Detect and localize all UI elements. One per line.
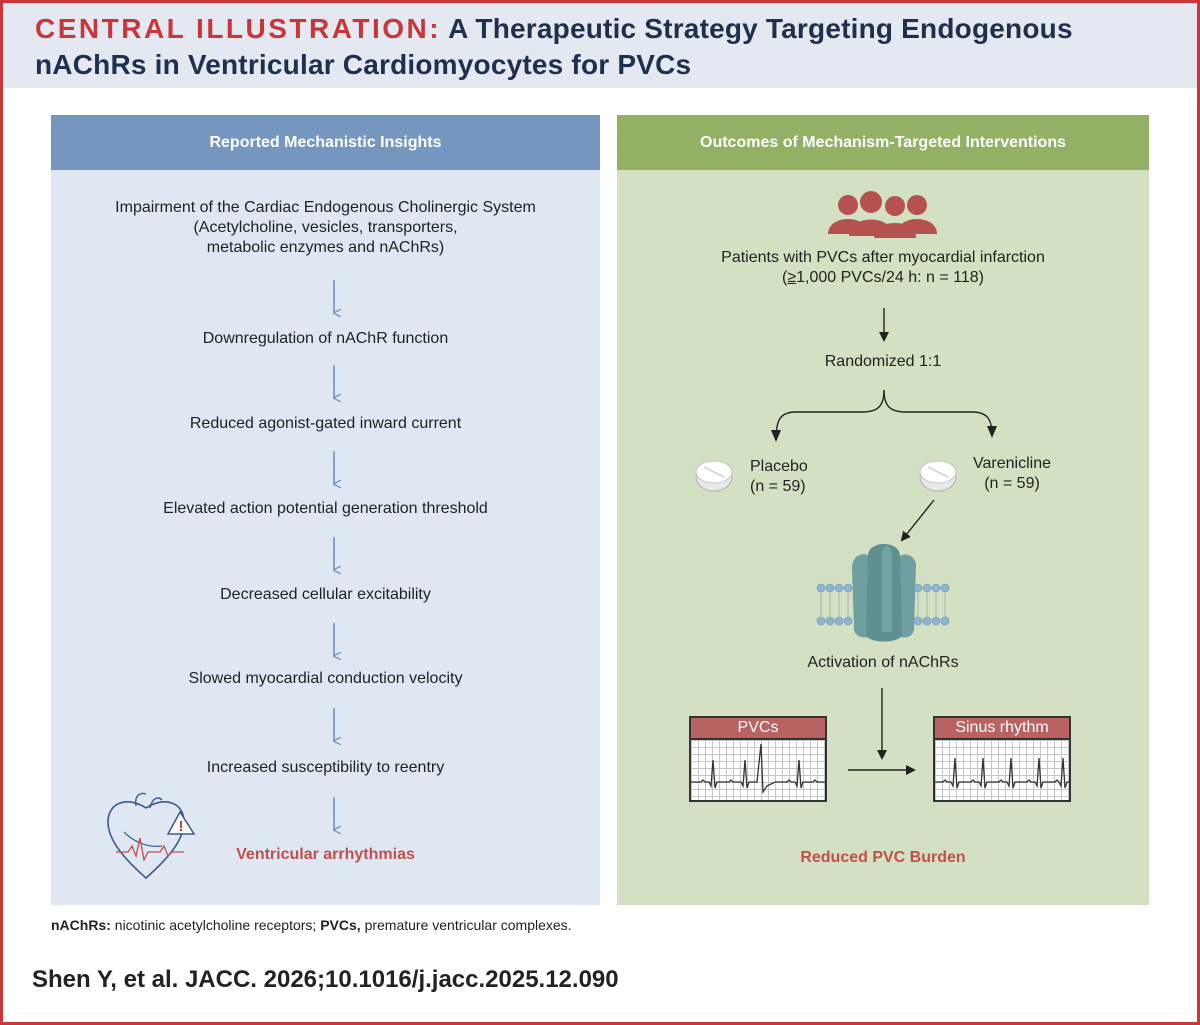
- varenicline-n: (n = 59): [984, 475, 1040, 492]
- varenicline-pill-icon: [919, 460, 957, 492]
- intervention-outcomes-panel: Outcomes of Mechanism-Targeted Intervent…: [617, 115, 1149, 905]
- ecg-pvcs-strip: [689, 738, 827, 802]
- arrow-to-varenicline-head: [987, 426, 997, 438]
- people-group-icon: [828, 191, 937, 238]
- placebo-label: Placebo: [750, 458, 808, 475]
- footnote-def-nachrs: nicotinic acetylcholine receptors;: [110, 917, 321, 933]
- header-line-1: CENTRAL ILLUSTRATION: A Therapeutic Stra…: [35, 13, 1073, 45]
- placebo-pill-icon: [695, 460, 733, 492]
- intervention-outcomes-title: Outcomes of Mechanism-Targeted Intervent…: [617, 115, 1149, 170]
- ecg-sinus-trace: [935, 757, 1069, 789]
- figure-header: CENTRAL ILLUSTRATION: A Therapeutic Stra…: [3, 3, 1197, 88]
- step-reentry-susceptibility: Increased susceptibility to reentry: [206, 759, 445, 776]
- mechanistic-insights-title: Reported Mechanistic Insights: [51, 115, 600, 170]
- warning-exclamation: !: [179, 818, 184, 835]
- randomization-split: [775, 389, 993, 441]
- patients-line-1: Patients with PVCs after myocardial infa…: [721, 249, 1045, 266]
- varenicline-label: Varenicline: [973, 455, 1051, 472]
- ecg-sinus-rhythm: Sinus rhythm: [933, 716, 1071, 802]
- step-elevated-threshold: Elevated action potential generation thr…: [163, 500, 488, 517]
- citation: Shen Y, et al. JACC. 2026;10.1016/j.jacc…: [32, 966, 619, 993]
- central-illustration-label: CENTRAL ILLUSTRATION:: [35, 13, 442, 44]
- step-1-line-3: metabolic enzymes and nAChRs): [206, 239, 445, 256]
- heart-warning-icon: [107, 792, 196, 880]
- patients-line-2: (≥1,000 PVCs/24 h: n = 118): [782, 269, 984, 286]
- randomized-label: Randomized 1:1: [824, 353, 942, 370]
- step-1-line-1: Impairment of the Cardiac Endogenous Cho…: [115, 199, 536, 216]
- header-title-line2: nAChRs in Ventricular Cardiomyocytes for…: [35, 49, 692, 80]
- footnote-term-pvcs: PVCs,: [320, 917, 361, 933]
- placebo-n: (n = 59): [750, 478, 806, 495]
- ventricular-arrhythmias-outcome: Ventricular arrhythmias: [236, 846, 415, 863]
- greater-equal-symbol: ≥: [787, 269, 797, 286]
- ecg-pvcs: PVCs: [689, 716, 827, 802]
- mechanistic-insights-panel: Reported Mechanistic Insights Impairment…: [51, 115, 600, 905]
- step-decreased-excitability: Decreased cellular excitability: [220, 586, 431, 603]
- step-cholinergic-impairment: Impairment of the Cardiac Endogenous Cho…: [51, 198, 600, 258]
- placebo-arm: Placebo (n = 59): [750, 457, 808, 497]
- arrow-to-placebo-head: [771, 430, 781, 442]
- step-slowed-conduction: Slowed myocardial conduction velocity: [188, 670, 463, 687]
- footnote-term-nachrs: nAChRs:: [51, 917, 111, 933]
- nachr-activation-label: Activation of nAChRs: [807, 654, 959, 671]
- ecg-pvcs-trace: [691, 743, 825, 795]
- ecg-pvcs-label: PVCs: [689, 716, 827, 740]
- step-1-line-2: (Acetylcholine, vesicles, transporters,: [193, 219, 458, 236]
- varenicline-arm: Varenicline (n = 59): [962, 454, 1062, 494]
- step-reduced-inward-current: Reduced agonist-gated inward current: [189, 415, 462, 432]
- ecg-sinus-label: Sinus rhythm: [933, 716, 1071, 740]
- reduced-pvc-burden-outcome: Reduced PVC Burden: [800, 849, 966, 866]
- nachr-receptor-icon: [816, 544, 950, 642]
- step-nachr-downregulation: Downregulation of nAChR function: [202, 330, 449, 347]
- abbreviation-footnote: nAChRs: nicotinic acetylcholine receptor…: [51, 917, 572, 933]
- arrow-varenicline-to-receptor: [900, 499, 935, 542]
- patients-description: Patients with PVCs after myocardial infa…: [617, 248, 1149, 288]
- header-title-line1: A Therapeutic Strategy Targeting Endogen…: [448, 13, 1073, 44]
- footnote-def-pvcs: premature ventricular complexes.: [360, 917, 572, 933]
